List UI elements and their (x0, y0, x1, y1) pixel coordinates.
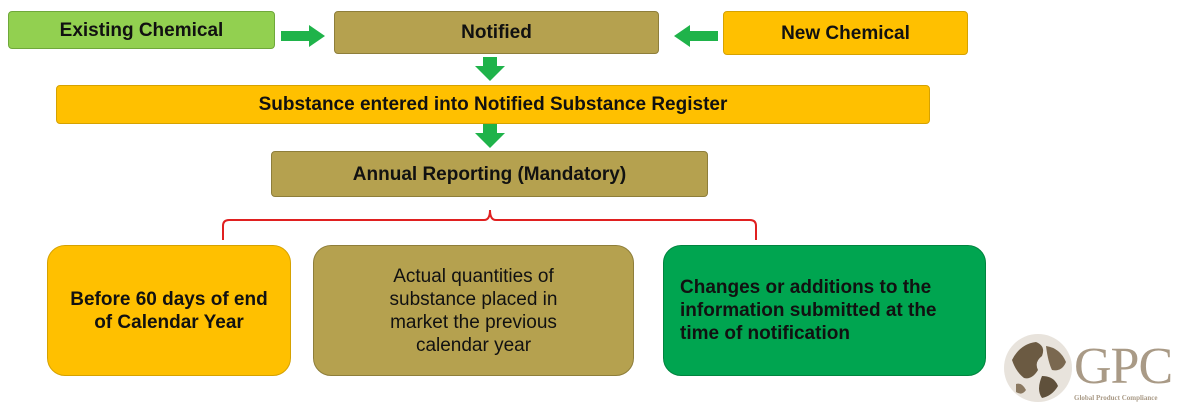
deadline-box: Before 60 days of end of Calendar Year (47, 245, 291, 376)
existing-chemical-label: Existing Chemical (59, 19, 224, 41)
new-chemical-box: New Chemical (723, 11, 968, 55)
notified-label: Notified (461, 22, 532, 43)
arrow-right-icon (281, 25, 325, 47)
arrow-left-icon (674, 25, 718, 47)
globe-icon (1004, 334, 1072, 402)
register-label: Substance entered into Notified Substanc… (258, 94, 728, 115)
bracket-brace (222, 209, 757, 240)
register-box: Substance entered into Notified Substanc… (56, 85, 930, 124)
changes-label: Changes or additions to the information … (680, 277, 937, 344)
arrow-down-icon (475, 57, 505, 81)
quantities-box: Actual quantities of substance placed in… (313, 245, 634, 376)
notified-box: Notified (334, 11, 659, 54)
deadline-label: Before 60 days of end of Calendar Year (70, 288, 268, 333)
changes-box: Changes or additions to the information … (663, 245, 986, 376)
annual-reporting-box: Annual Reporting (Mandatory) (271, 151, 708, 197)
logo-subtitle: Global Product Compliance (1074, 394, 1158, 402)
existing-chemical-box: Existing Chemical (8, 11, 275, 49)
logo-text: GPC (1074, 338, 1173, 395)
quantities-label: Actual quantities of substance placed in… (389, 265, 558, 356)
new-chemical-label: New Chemical (781, 22, 910, 44)
arrow-down-icon (475, 124, 505, 148)
annual-reporting-label: Annual Reporting (Mandatory) (352, 163, 627, 185)
